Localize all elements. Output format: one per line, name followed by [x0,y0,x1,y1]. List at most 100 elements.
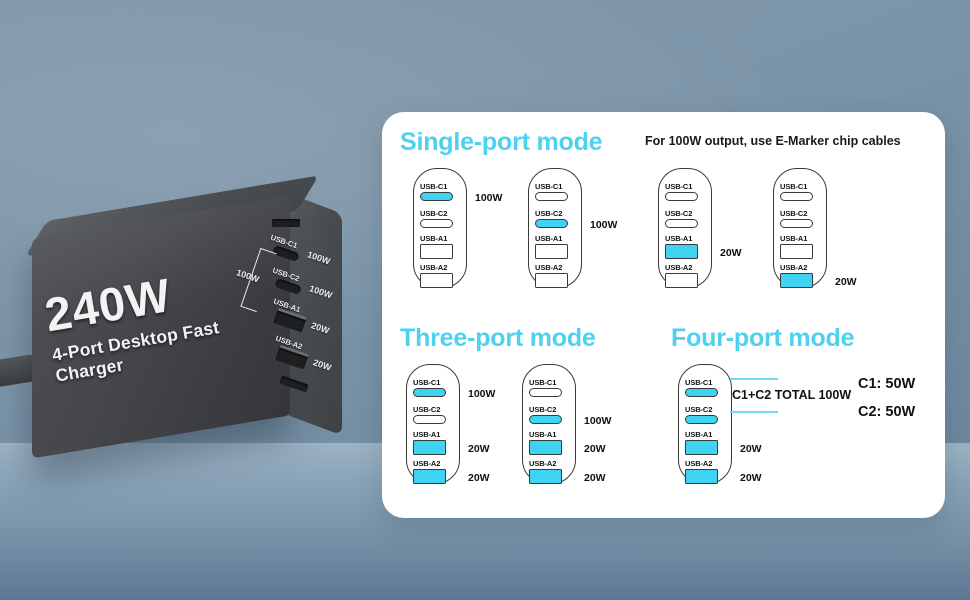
port-diagram-slot-usb-c1-active [685,388,718,397]
port-diagram-slot-usb-a2-active [685,469,718,484]
port-diagram-slot-usb-c2-active [529,415,562,424]
port-diagram-row: USB-C1 [665,183,705,201]
port-watt-label-usb-c2: 100W [590,219,618,231]
port-diagram-row: USB-C2 [413,406,453,424]
port-diagram-row: USB-A1 [535,235,575,259]
port-diagram-label-usb-c1: USB-C1 [685,378,713,387]
port-diagram-label-usb-c2: USB-C2 [780,209,808,218]
port-watt-label-usb-c2: 100W [584,415,612,427]
port-diagram-label-usb-c1: USB-C1 [420,182,448,191]
port-diagram-slot-usb-a1-active [413,440,446,455]
port-diagram-slot-usb-a2-inactive [420,273,453,288]
port-diagram-label-usb-c2: USB-C2 [665,209,693,218]
port-diagram-slot-usb-c1-active [420,192,453,201]
section-title-four-port: Four-port mode [671,324,855,352]
port-diagram-label-usb-a1: USB-A1 [413,430,441,439]
port-diagram-row: USB-C2 [665,210,705,228]
port-diagram-row: USB-C1 [413,379,453,397]
charger-port-usb-a2 [275,344,309,370]
port-diagram-label-usb-c2: USB-C2 [685,405,713,414]
c2-bracket-line [730,411,778,413]
port-diagram-row: USB-C1 [529,379,569,397]
charger-port-usb-a1 [273,307,307,333]
charger-top-slot [272,219,300,227]
port-diagram-label-usb-a1: USB-A1 [665,234,693,243]
c1-bracket-line [730,378,778,380]
port-watt-label-usb-a1: 20W [740,443,762,455]
port-watt-label-usb-a2: 20W [835,276,857,288]
port-diagram-label-usb-c1: USB-C1 [529,378,557,387]
port-diagram-slot-usb-a2-active [780,273,813,288]
port-diagram-slot-usb-a1-active [685,440,718,455]
charger-port-watt-usb-c2: 100W [308,283,334,301]
charger-product-image: 240W 4-Port Desktop Fast Charger USB-C1 … [0,175,360,460]
port-watt-label-usb-a1: 20W [720,247,742,259]
port-diagram-slot-usb-c1-active [413,388,446,397]
port-diagram-slot-usb-c2-inactive [420,219,453,228]
charger-port-watt-usb-a1: 20W [309,320,331,336]
combined-total-label: C1+C2 TOTAL 100W [732,388,852,402]
mode-info-card: Single-port mode For 100W output, use E-… [382,112,945,518]
port-diagram-row: USB-C2 [685,406,725,424]
port-diagram-slot-usb-c2-inactive [413,415,446,424]
port-diagram-row: USB-A1 [420,235,460,259]
port-diagram-label-usb-c1: USB-C1 [413,378,441,387]
port-diagram-slot-usb-c2-active [685,415,718,424]
port-diagram-row: USB-A2 [780,264,820,288]
port-diagram-row: USB-A1 [665,235,705,259]
port-diagram-row: USB-A1 [529,431,569,455]
port-diagram-row: USB-C1 [420,183,460,201]
port-diagram-row: USB-A2 [420,264,460,288]
port-diagram-row: USB-C1 [780,183,820,201]
port-diagram-slot-usb-a2-active [529,469,562,484]
port-diagram-slot-usb-a1-inactive [535,244,568,259]
port-diagram-row: USB-A2 [529,460,569,484]
port-diagram-label-usb-a1: USB-A1 [685,430,713,439]
port-diagram-label-usb-c1: USB-C1 [535,182,563,191]
port-diagram-label-usb-a2: USB-A2 [535,263,563,272]
port-diagram-row: USB-C2 [535,210,575,228]
port-watt-label-usb-a1: 20W [468,443,490,455]
port-diagram-label-usb-c2: USB-C2 [413,405,441,414]
port-diagram-slot-usb-c2-inactive [665,219,698,228]
charger-bottom-slot [279,375,309,393]
port-diagram-row: USB-C2 [780,210,820,228]
port-diagram-slot-usb-c1-inactive [780,192,813,201]
port-diagram-label-usb-c2: USB-C2 [535,209,563,218]
port-diagram-slot-usb-c2-active [535,219,568,228]
port-diagram-row: USB-A1 [685,431,725,455]
port-diagram-label-usb-c2: USB-C2 [529,405,557,414]
port-diagram-label-usb-a1: USB-A1 [780,234,808,243]
port-diagram-slot-usb-c1-inactive [529,388,562,397]
port-diagram-label-usb-a1: USB-A1 [420,234,448,243]
port-diagram-slot-usb-c1-inactive [665,192,698,201]
port-diagram-label-usb-a2: USB-A2 [413,459,441,468]
port-diagram-row: USB-C2 [420,210,460,228]
port-diagram-label-usb-a1: USB-A1 [535,234,563,243]
port-diagram-label-usb-a1: USB-A1 [529,430,557,439]
port-diagram-row: USB-C1 [535,183,575,201]
port-diagram-slot-usb-a1-active [665,244,698,259]
port-diagram-slot-usb-c1-inactive [535,192,568,201]
port-watt-label-usb-a2: 20W [740,472,762,484]
charger-port-watt-usb-c1: 100W [306,249,332,267]
port-watt-label-usb-a1: 20W [584,443,606,455]
port-diagram-label-usb-a2: USB-A2 [665,263,693,272]
port-diagram-label-usb-a2: USB-A2 [780,263,808,272]
port-diagram-slot-usb-c2-inactive [780,219,813,228]
port-watt-label-usb-a2: 20W [468,472,490,484]
section-title-single-port: Single-port mode [400,128,603,156]
emarker-note: For 100W output, use E-Marker chip cable… [645,134,901,148]
section-title-three-port: Three-port mode [400,324,596,352]
c2-split-label: C2: 50W [858,404,916,420]
port-diagram-slot-usb-a2-inactive [665,273,698,288]
port-diagram-row: USB-C2 [529,406,569,424]
port-diagram-label-usb-a2: USB-A2 [420,263,448,272]
port-diagram-row: USB-A2 [685,460,725,484]
